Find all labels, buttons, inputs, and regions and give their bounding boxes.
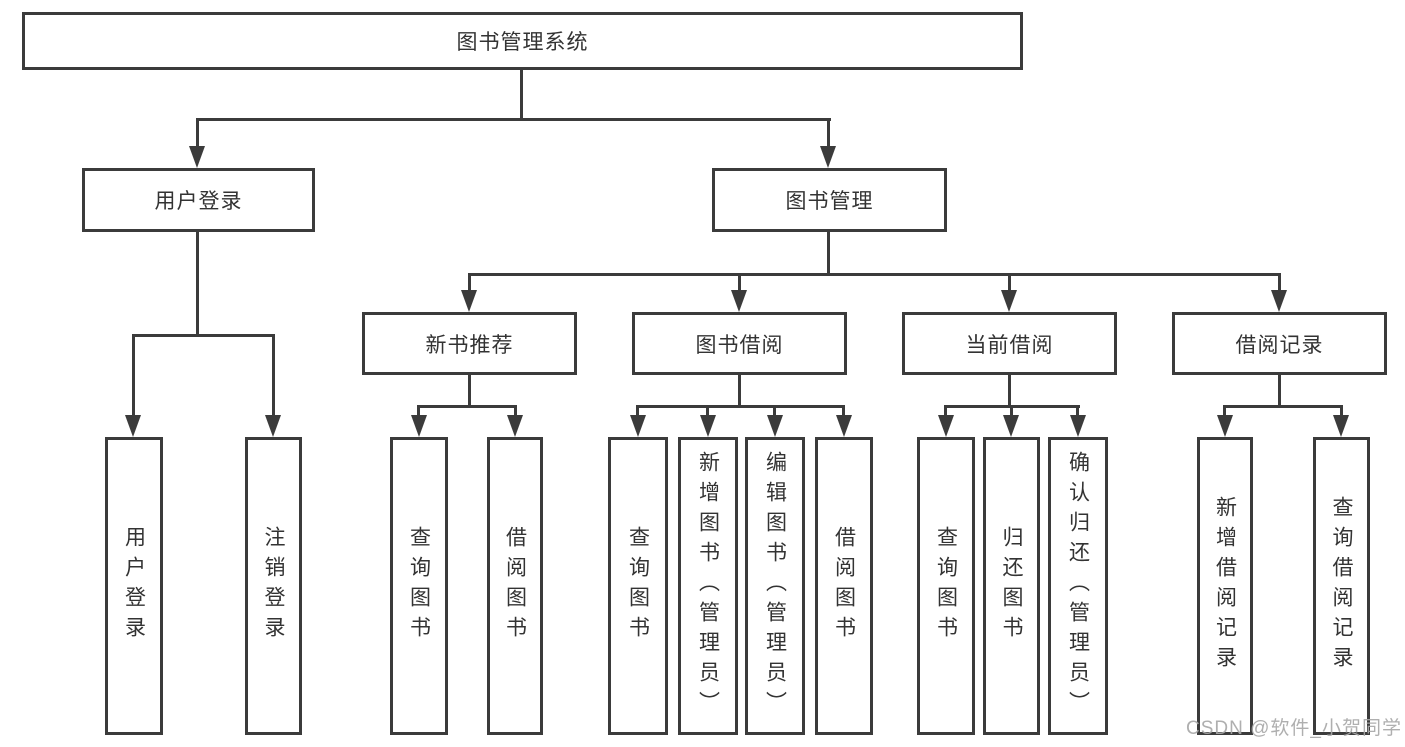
- connector-line: [196, 118, 199, 148]
- connector-line: [1223, 405, 1226, 417]
- connector-line: [272, 334, 275, 417]
- connector-arrow-icon: [265, 415, 281, 437]
- node-new-book-recommend: 新书推荐: [362, 312, 577, 375]
- leaf-label: 用户登录: [122, 526, 146, 646]
- connector-line: [706, 405, 709, 417]
- connector-line: [1008, 273, 1011, 292]
- leaf-label: 查询图书: [407, 526, 431, 646]
- node-label: 图书借阅: [695, 333, 784, 357]
- watermark: CSDN @软件_小贺同学: [1186, 718, 1402, 739]
- leaf-label: 借阅图书: [503, 526, 527, 646]
- leaf-label: 借阅图书: [832, 526, 856, 646]
- connector-line: [468, 273, 1281, 276]
- connector-line: [1008, 375, 1011, 407]
- connector-arrow-icon: [836, 415, 852, 437]
- leaf-borrow-borrow-books: 借阅图书: [815, 437, 873, 735]
- node-label: 用户登录: [154, 190, 243, 213]
- node-label: 新书推荐: [425, 333, 514, 357]
- leaf-label: 新增借阅记录: [1213, 496, 1237, 676]
- connector-arrow-icon: [700, 415, 716, 437]
- connector-arrow-icon: [507, 415, 523, 437]
- leaf-user-login: 用户登录: [105, 437, 163, 735]
- leaf-label: 新增图书（管理员）: [696, 451, 720, 721]
- connector-arrow-icon: [731, 290, 747, 312]
- connector-line: [132, 334, 275, 337]
- connector-arrow-icon: [1070, 415, 1086, 437]
- leaf-label: 归还图书: [1000, 526, 1023, 646]
- connector-line: [842, 405, 845, 417]
- leaf-label: 确认归还（管理员）: [1066, 451, 1090, 721]
- node-book-management: 图书管理: [712, 168, 947, 232]
- connector-line: [1340, 405, 1343, 417]
- connector-arrow-icon: [767, 415, 783, 437]
- connector-line: [738, 375, 741, 407]
- connector-line: [514, 405, 517, 417]
- connector-line: [1223, 405, 1343, 408]
- connector-line: [1076, 405, 1079, 417]
- connector-arrow-icon: [1001, 290, 1017, 312]
- connector-arrow-icon: [1003, 415, 1019, 437]
- leaf-label: 查询图书: [934, 526, 958, 646]
- connector-line: [468, 375, 471, 407]
- leaf-label: 查询借阅记录: [1330, 496, 1353, 676]
- connector-line: [1278, 375, 1281, 407]
- connector-arrow-icon: [1217, 415, 1233, 437]
- connector-line: [468, 273, 471, 292]
- node-user-login: 用户登录: [82, 168, 315, 232]
- leaf-borrow-add-books-admin: 新增图书（管理员）: [678, 437, 738, 735]
- connector-line: [827, 232, 830, 276]
- leaf-label: 编辑图书（管理员）: [763, 451, 787, 721]
- node-current-borrow: 当前借阅: [902, 312, 1117, 375]
- node-label: 当前借阅: [965, 333, 1054, 357]
- leaf-records-query-borrow-record: 查询借阅记录: [1313, 437, 1370, 735]
- connector-line: [773, 405, 776, 417]
- connector-line: [417, 405, 420, 417]
- connector-arrow-icon: [189, 146, 205, 168]
- connector-line: [196, 118, 831, 121]
- connector-line: [1010, 405, 1013, 417]
- node-library-management-system: 图书管理系统: [22, 12, 1023, 70]
- leaf-borrow-edit-books-admin: 编辑图书（管理员）: [745, 437, 805, 735]
- connector-line: [636, 405, 639, 417]
- leaf-current-query-books: 查询图书: [917, 437, 975, 735]
- leaf-label: 查询图书: [626, 526, 650, 646]
- leaf-borrow-query-books: 查询图书: [608, 437, 668, 735]
- connector-line: [738, 273, 741, 292]
- connector-line: [520, 70, 523, 119]
- leaf-records-add-borrow-record: 新增借阅记录: [1197, 437, 1253, 735]
- connector-line: [417, 405, 517, 408]
- leaf-logout: 注销登录: [245, 437, 302, 735]
- node-book-borrow: 图书借阅: [632, 312, 847, 375]
- leaf-label: 注销登录: [262, 526, 285, 646]
- leaf-recommend-borrow-books: 借阅图书: [487, 437, 543, 735]
- connector-line: [196, 232, 199, 334]
- leaf-current-return-books: 归还图书: [983, 437, 1040, 735]
- connector-line: [132, 334, 135, 417]
- connector-arrow-icon: [1271, 290, 1287, 312]
- connector-arrow-icon: [125, 415, 141, 437]
- leaf-current-confirm-return-admin: 确认归还（管理员）: [1048, 437, 1108, 735]
- node-label: 图书管理系统: [456, 31, 589, 54]
- leaf-recommend-query-books: 查询图书: [390, 437, 448, 735]
- connector-arrow-icon: [630, 415, 646, 437]
- connector-line: [1278, 273, 1281, 292]
- connector-line: [944, 405, 947, 417]
- connector-arrow-icon: [461, 290, 477, 312]
- node-label: 借阅记录: [1235, 333, 1324, 357]
- connector-arrow-icon: [820, 146, 836, 168]
- node-label: 图书管理: [785, 190, 874, 213]
- connector-arrow-icon: [1333, 415, 1349, 437]
- connector-line: [827, 118, 830, 148]
- node-borrow-records: 借阅记录: [1172, 312, 1387, 375]
- connector-arrow-icon: [938, 415, 954, 437]
- connector-line: [636, 405, 845, 408]
- connector-arrow-icon: [411, 415, 427, 437]
